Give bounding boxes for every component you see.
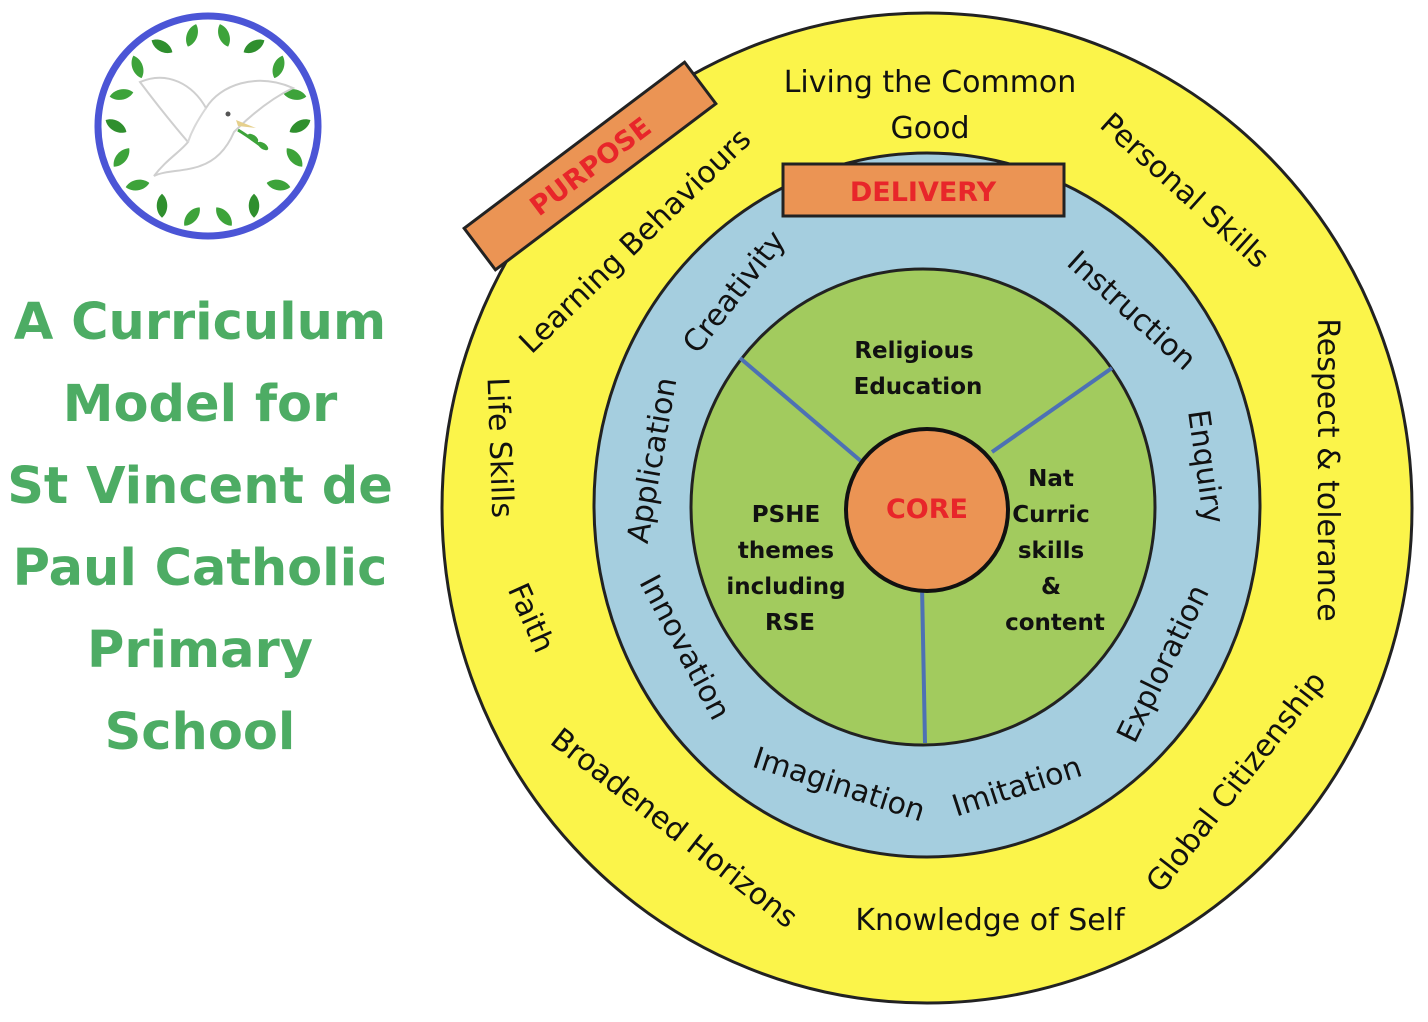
leaf-icon: [216, 207, 232, 226]
leaf-icon: [186, 24, 198, 47]
leaf-icon: [272, 55, 285, 79]
title-line: Paul Catholic: [12, 539, 388, 598]
leaf-icon: [282, 89, 307, 100]
segment-text-line: Education: [854, 374, 983, 400]
delivery-label: DELIVERY: [850, 177, 997, 208]
leaf-icon: [286, 148, 303, 167]
segment-text-line: skills: [1018, 538, 1084, 564]
school-logo-dove-icon: [94, 12, 322, 240]
segment-religious-education: Religious Education: [854, 338, 983, 400]
leaf-wreath-icon: [105, 24, 311, 226]
leaf-icon: [113, 148, 130, 167]
label-respect-tolerance: Respect & tolerance: [1310, 318, 1345, 621]
segment-text-line: Religious: [854, 338, 973, 364]
segment-divider: [990, 366, 1114, 454]
segment-text-line: content: [1005, 610, 1105, 636]
leaf-icon: [156, 193, 168, 218]
core-label: CORE: [886, 494, 968, 525]
segment-text-line: PSHE: [752, 502, 820, 528]
page-title: A Curriculum Model for St Vincent de Pau…: [0, 282, 400, 774]
leaf-icon: [289, 119, 311, 133]
leaf-icon: [243, 39, 265, 54]
leaf-icon: [105, 119, 127, 133]
segment-pshe: PSHE themes including RSE: [726, 502, 853, 636]
leaf-icon: [266, 179, 291, 191]
title-line: Model for: [62, 375, 338, 434]
delivery-banner: DELIVERY: [781, 162, 1066, 218]
segment-text-line: Curric: [1012, 502, 1089, 528]
label-living-common-good-line2: Good: [891, 111, 970, 146]
title-line: Primary: [87, 621, 313, 680]
segment-text-line: &: [1041, 574, 1061, 600]
leaf-icon: [218, 24, 230, 47]
label-life-skills: Life Skills: [480, 377, 520, 519]
leaf-icon: [131, 55, 144, 79]
leaf-icon: [151, 39, 173, 54]
leaf-icon: [248, 193, 260, 218]
label-living-common-good-line1: Living the Common: [784, 65, 1077, 100]
label-knowledge-of-self: Knowledge of Self: [855, 903, 1126, 938]
segment-divider: [920, 584, 927, 744]
title-line: A Curriculum: [13, 293, 387, 352]
segment-text-line: RSE: [765, 610, 815, 636]
segment-text-line: including: [726, 574, 845, 600]
segment-divider: [738, 356, 864, 464]
leaf-icon: [125, 179, 150, 191]
core-circle: [844, 427, 1010, 593]
leaf-icon: [184, 207, 200, 226]
segment-text-line: themes: [738, 538, 834, 564]
segment-nat-curric: Nat Curric skills & content: [1005, 466, 1105, 636]
title-line: School: [104, 703, 296, 762]
segment-text-line: Nat: [1028, 466, 1074, 492]
leaf-icon: [109, 89, 134, 100]
title-line: St Vincent de: [7, 457, 393, 516]
dove-icon: [138, 76, 296, 177]
